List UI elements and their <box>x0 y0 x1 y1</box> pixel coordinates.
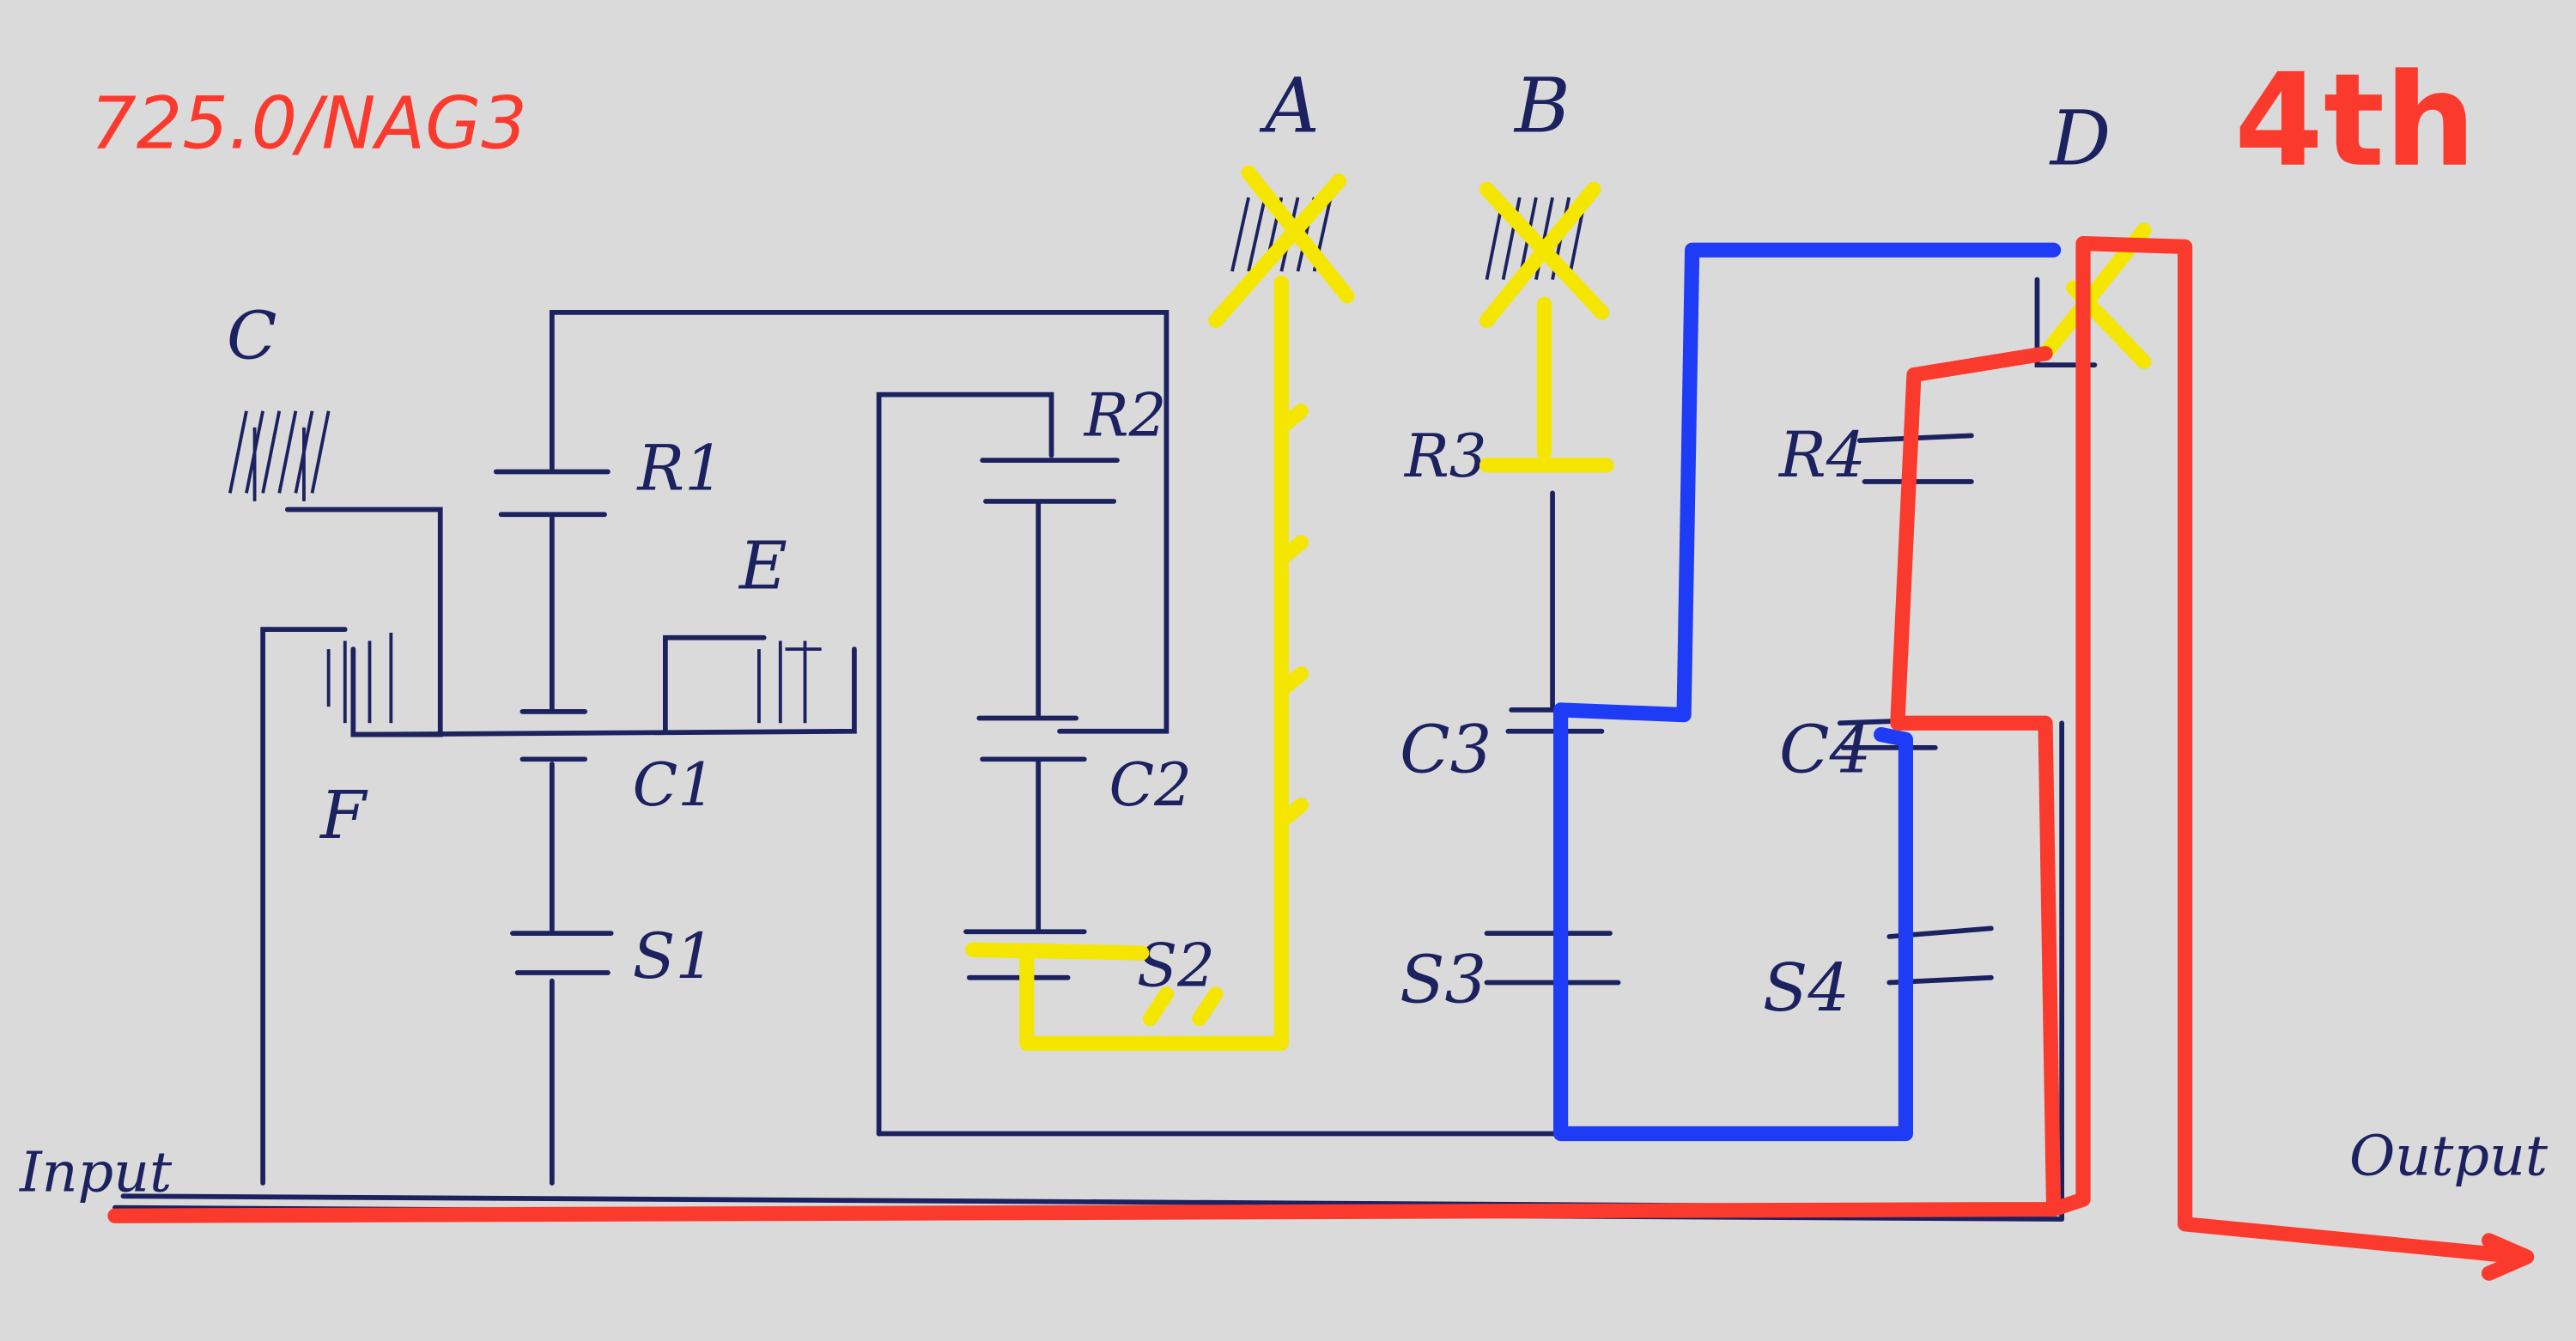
c2-label: C2 <box>1109 751 1192 820</box>
brake-b-engaged-x-icon <box>1479 181 1610 329</box>
clutch-f-plates <box>326 632 393 724</box>
c4-label: C4 <box>1779 713 1871 789</box>
brake-c-hatch <box>228 410 331 501</box>
r2-label: R2 <box>1083 381 1167 450</box>
power-flow-inner-path <box>1890 346 2062 1216</box>
r3-label: R3 <box>1403 422 1487 491</box>
clutch-e-plates <box>757 640 822 724</box>
r1-label: R1 <box>635 434 724 506</box>
s3-label: S3 <box>1400 942 1486 1018</box>
brake-a-engaged-x-icon <box>1208 165 1355 329</box>
output-arrow-icon <box>2481 1233 2535 1281</box>
blue-shaft-path <box>1552 242 2062 1142</box>
title: 725.0/NAG3 <box>90 82 527 166</box>
s2-label: S2 <box>1137 931 1215 1000</box>
gear-label: 4th <box>2234 46 2476 196</box>
clutch-e-label: E <box>738 528 787 604</box>
brake-a-label: A <box>1259 61 1320 149</box>
c3-label: C3 <box>1400 713 1492 789</box>
clutch-f-label: F <box>319 778 368 854</box>
s1-label: S1 <box>633 921 715 993</box>
brake-b-label: B <box>1513 61 1571 149</box>
s4-label: S4 <box>1763 950 1850 1027</box>
r4-label: R4 <box>1777 420 1866 492</box>
output-label: Output <box>2349 1124 2549 1188</box>
brake-c-label: C <box>227 298 277 374</box>
c1-label: C1 <box>633 751 716 820</box>
brake-d-label: D <box>2049 94 2111 183</box>
